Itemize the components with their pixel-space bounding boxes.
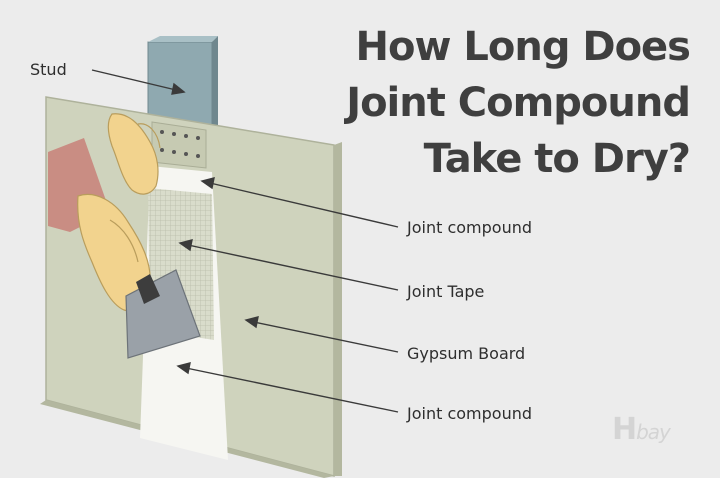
title-line-1: How Long Does <box>355 24 691 70</box>
leader-lines <box>91 69 399 413</box>
joint-compound-top-label: Joint compound <box>407 218 533 237</box>
hunker-watermark: Hbay <box>612 412 671 447</box>
joint-compound-bottom-label: Joint compound <box>407 404 533 423</box>
upper-glove <box>107 113 161 195</box>
stud-label: Stud <box>30 60 67 79</box>
stud <box>147 36 218 129</box>
watermark-big: H <box>612 412 637 447</box>
gypsum-board-label: Gypsum Board <box>407 344 526 363</box>
putty-knife <box>125 269 201 359</box>
joint-tape-label: Joint Tape <box>407 282 485 301</box>
stud-fasteners <box>151 121 207 169</box>
watermark-small: bay <box>636 420 671 444</box>
title-line-3: Take to Dry? <box>423 136 691 182</box>
title-line-2: Joint Compound <box>346 80 691 126</box>
